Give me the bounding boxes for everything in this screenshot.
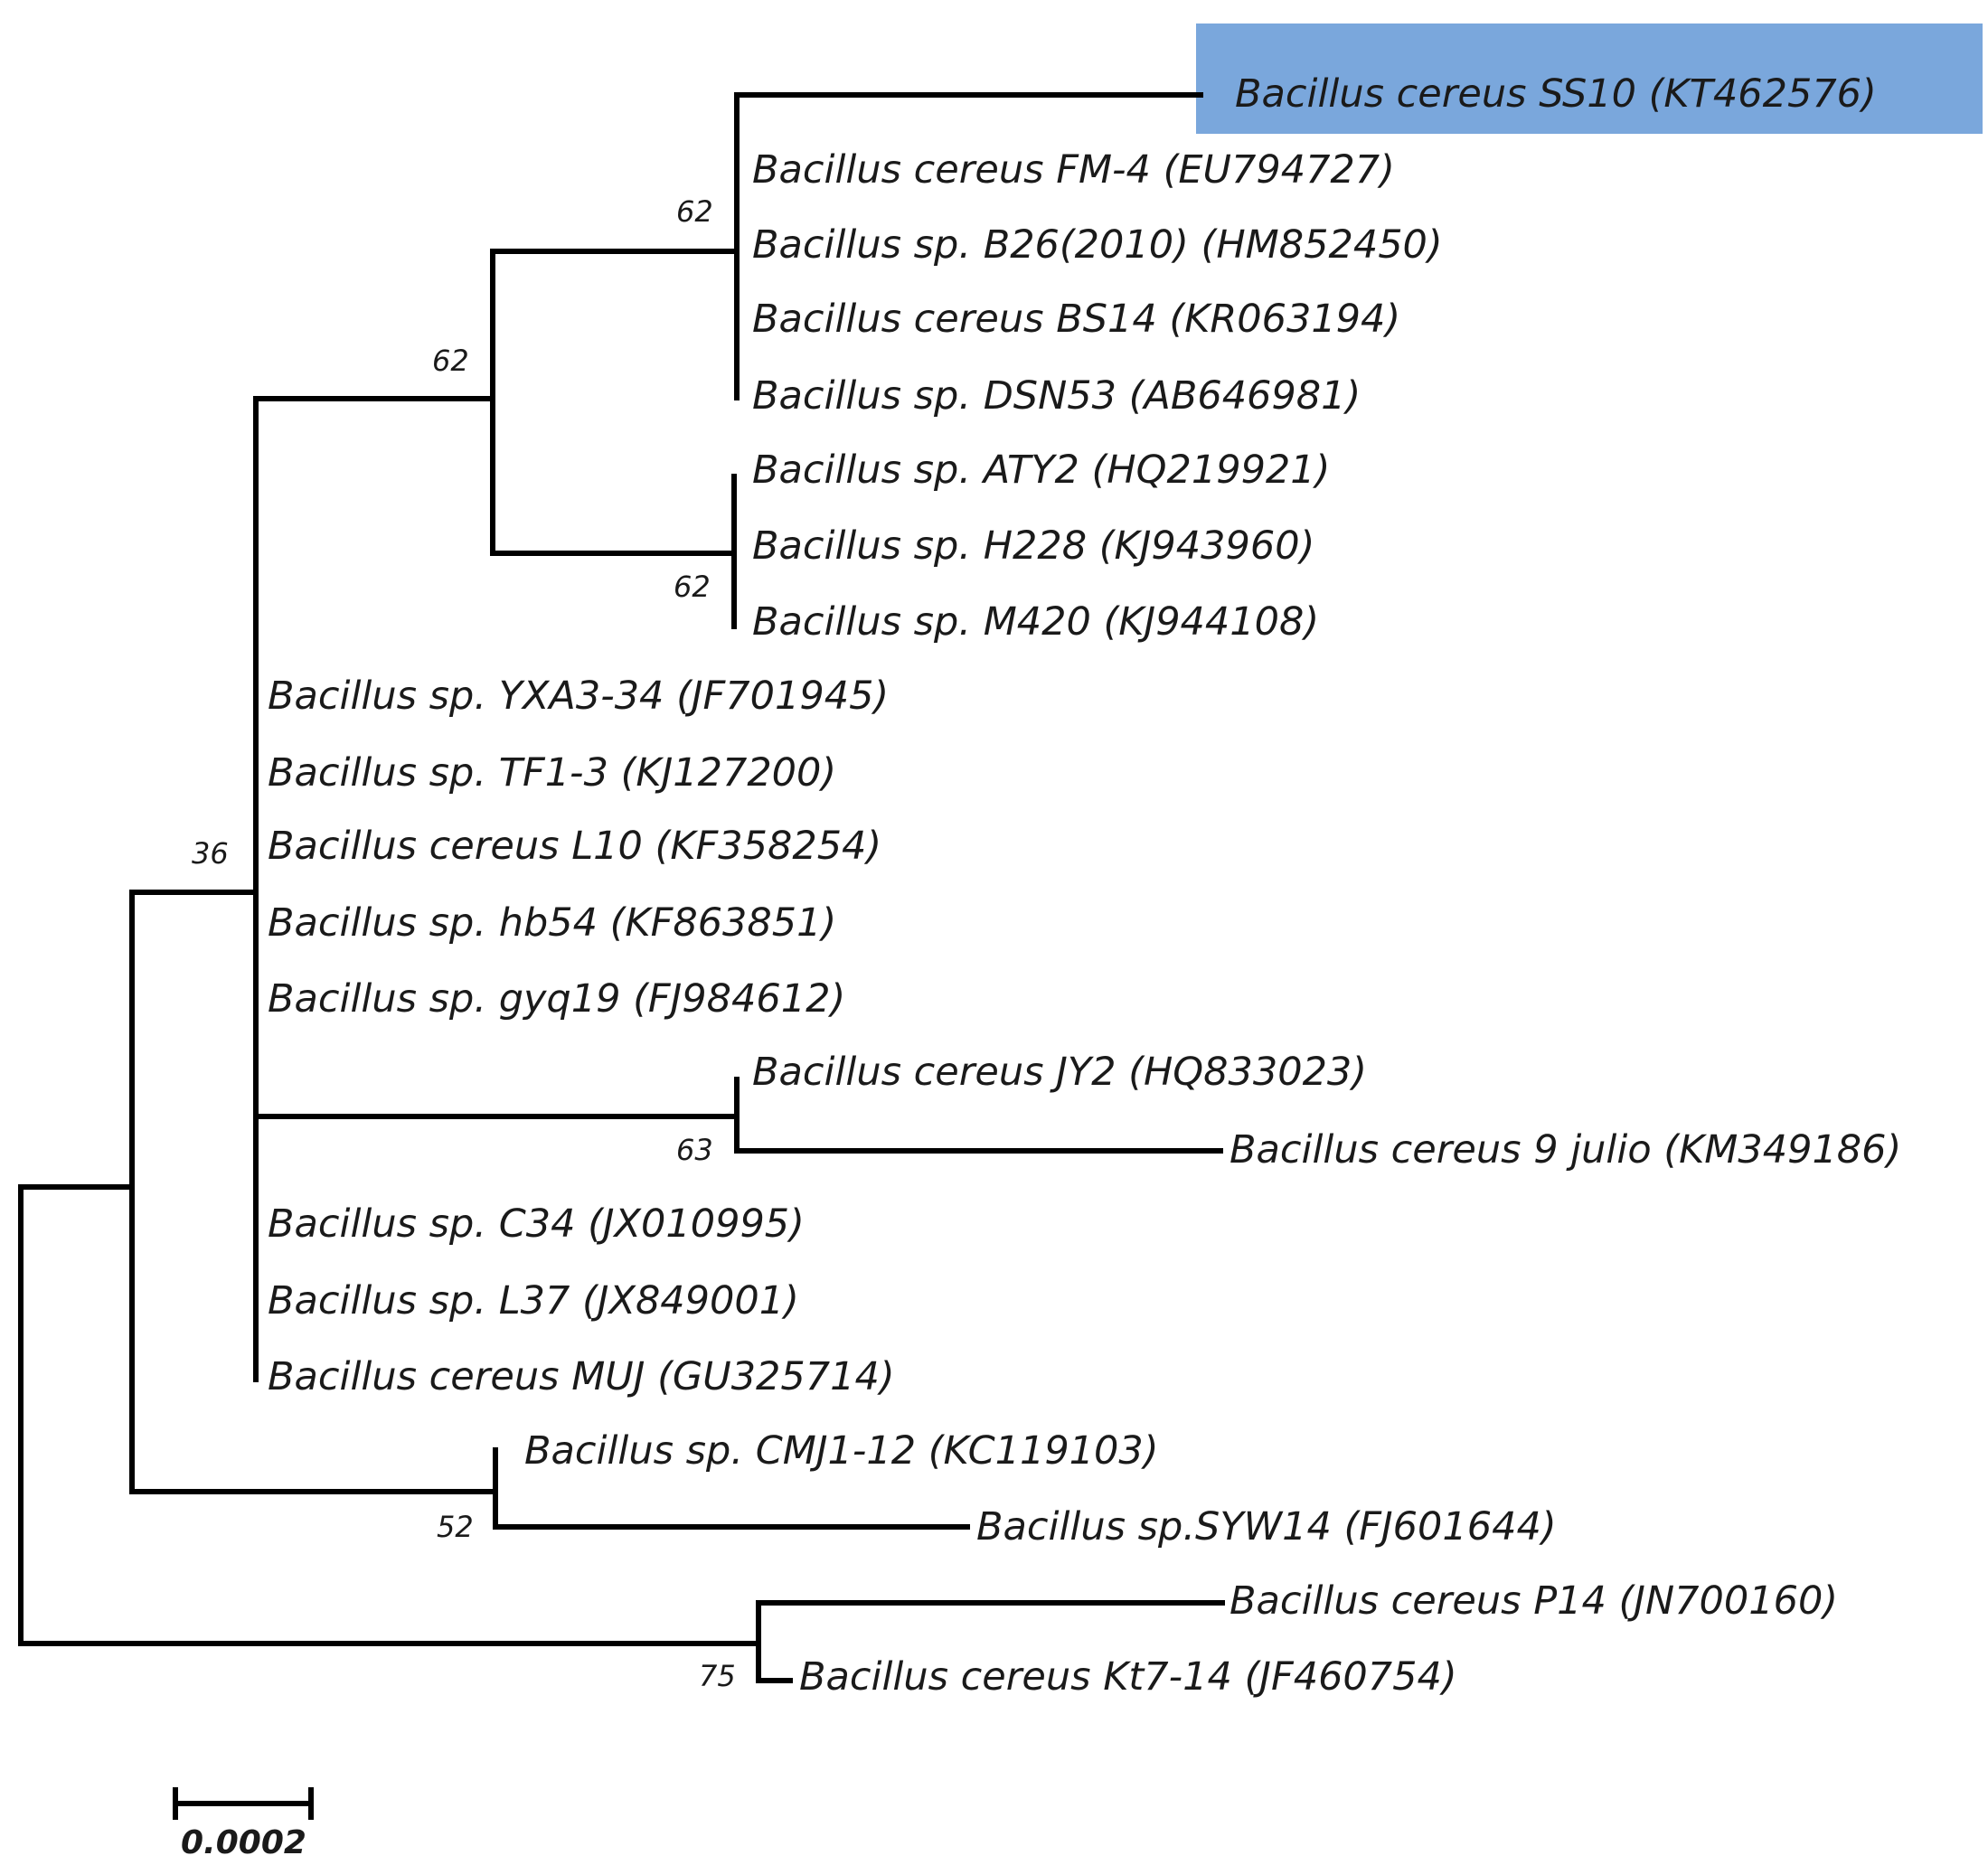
taxon-label: Bacillus sp. CMJ1-12 (KC119103) — [524, 1428, 1159, 1474]
support-value: 62 — [432, 344, 469, 378]
taxon-label: Bacillus sp. M420 (KJ944108) — [752, 599, 1319, 645]
taxon-label: Bacillus sp. L37 (JX849001) — [268, 1278, 799, 1323]
taxon-label: Bacillus sp. YXA3-34 (JF701945) — [268, 673, 889, 719]
taxon-label: Bacillus sp. ATY2 (HQ219921) — [752, 447, 1330, 493]
taxon-label: Bacillus sp. DSN53 (AB646981) — [752, 373, 1361, 419]
support-value: 75 — [699, 1659, 736, 1693]
taxon-label: Bacillus cereus Kt7-14 (JF460754) — [799, 1654, 1457, 1700]
taxon-label: Bacillus sp.SYW14 (FJ601644) — [976, 1504, 1557, 1549]
taxon-label: Bacillus cereus MUJ (GU325714) — [268, 1354, 895, 1399]
support-value: 52 — [437, 1510, 474, 1544]
taxon-label: Bacillus cereus SS10 (KT462576) — [1235, 71, 1877, 117]
highlight-box-ss10 — [1196, 24, 1983, 134]
support-value: 62 — [676, 194, 713, 229]
taxon-label: Bacillus cereus BS14 (KR063194) — [752, 297, 1400, 342]
taxon-label: Bacillus cereus 9 julio (KM349186) — [1230, 1127, 1901, 1173]
support-value: 36 — [192, 836, 229, 871]
taxon-label: Bacillus sp. TF1-3 (KJ127200) — [268, 750, 836, 796]
taxon-label: Bacillus sp. C34 (JX010995) — [268, 1201, 805, 1247]
taxon-label: Bacillus sp. H228 (KJ943960) — [752, 523, 1314, 569]
support-value: 62 — [674, 570, 711, 604]
taxon-label: Bacillus sp. hb54 (KF863851) — [268, 900, 836, 946]
taxon-label: Bacillus cereus P14 (JN700160) — [1230, 1578, 1838, 1624]
support-value: 63 — [676, 1133, 713, 1167]
taxon-label: Bacillus cereus L10 (KF358254) — [268, 824, 881, 869]
taxon-label: Bacillus cereus FM-4 (EU794727) — [752, 147, 1395, 193]
taxon-labels: Bacillus cereus SS10 (KT462576) Bacillus… — [268, 71, 1901, 1700]
tree-branches — [18, 92, 1225, 1820]
taxon-label: Bacillus sp. gyq19 (FJ984612) — [268, 976, 845, 1022]
taxon-label: Bacillus sp. B26(2010) (HM852450) — [752, 222, 1443, 268]
support-values: 62 62 62 36 63 52 75 — [192, 194, 736, 1693]
taxon-label: Bacillus cereus JY2 (HQ833023) — [752, 1050, 1367, 1095]
scale-bar-label: 0.0002 — [181, 1824, 306, 1861]
